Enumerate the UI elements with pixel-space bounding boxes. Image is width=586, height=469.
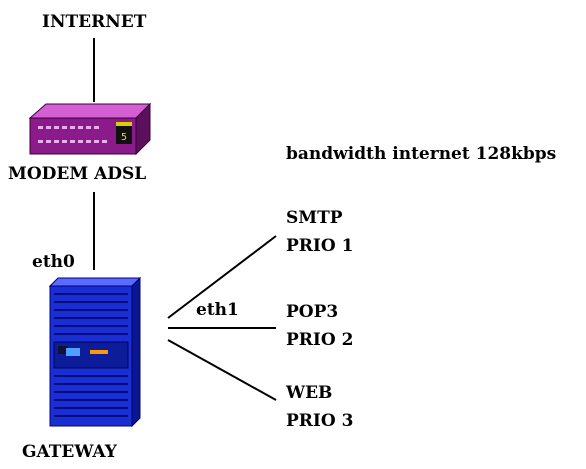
gateway-label: GATEWAY: [22, 442, 117, 462]
smtp-link: [167, 235, 277, 319]
eth0-label: eth0: [32, 252, 75, 272]
modem-label: MODEM ADSL: [8, 164, 147, 184]
modem-display-digit: 5: [121, 132, 127, 143]
server-tower-icon: [48, 276, 142, 428]
pop3-prio-label: PRIO 2: [286, 330, 354, 350]
adsl-modem-icon: 5: [28, 102, 152, 156]
web-prio-label: PRIO 3: [286, 411, 354, 431]
smtp-prio-label: PRIO 1: [286, 236, 354, 256]
web-label: WEB: [286, 383, 333, 403]
smtp-label: SMTP: [286, 208, 343, 228]
pop3-label: POP3: [286, 302, 339, 322]
eth1-label: eth1: [196, 300, 239, 320]
web-link: [167, 339, 277, 401]
internet-label: INTERNET: [42, 12, 147, 32]
bandwidth-label: bandwidth internet 128kbps: [286, 144, 557, 164]
